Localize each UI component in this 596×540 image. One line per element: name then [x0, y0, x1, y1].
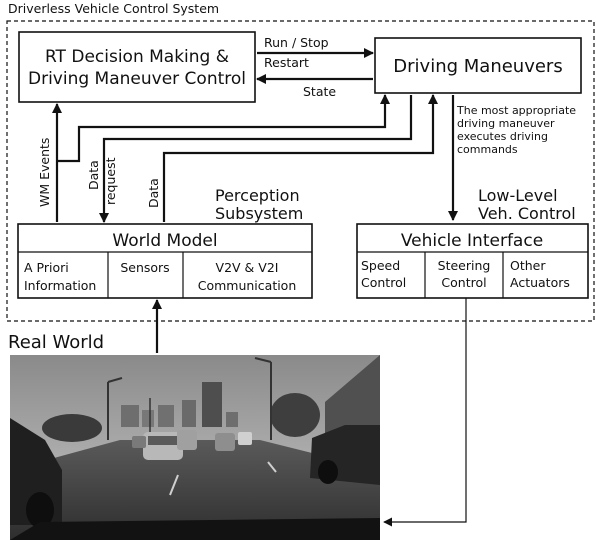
driving-maneuvers-box: Driving Maneuvers	[374, 37, 582, 94]
commands-label-3: executes driving	[457, 130, 548, 143]
system-boundary	[6, 20, 595, 322]
vehicle-interface-title: Vehicle Interface	[401, 231, 543, 251]
speed-line2: Control	[361, 275, 406, 290]
actuation-arrow	[383, 298, 467, 527]
run-stop-label: Run / Stop	[264, 35, 329, 50]
v2v-line2: Communication	[198, 278, 297, 293]
steering-line2: Control	[441, 275, 486, 290]
speed-line1: Speed	[361, 258, 400, 273]
system-title: Driverless Vehicle Control System	[8, 1, 219, 16]
steering-line1: Steering	[438, 258, 491, 273]
commands-label-4: commands	[457, 143, 518, 156]
decision-box-line2: Driving Maneuver Control	[28, 69, 246, 89]
decision-box-line1: RT Decision Making &	[45, 47, 229, 67]
lowlevel-label-2: Veh. Control	[478, 204, 576, 223]
commands-label-2: driving maneuver	[457, 117, 555, 130]
data-request-label-1: Data	[86, 160, 101, 190]
commands-label-1: The most appropriate	[456, 104, 576, 117]
other-line1: Other	[510, 258, 546, 273]
decision-making-box: RT Decision Making & Driving Maneuver Co…	[18, 31, 256, 103]
maneuvers-box-label: Driving Maneuvers	[393, 56, 562, 77]
world-model-box: World Model A Priori Information Sensors…	[17, 223, 313, 299]
v2v-line1: V2V & V2I	[216, 260, 279, 275]
perception-label-1: Perception	[215, 186, 300, 205]
perception-label-2: Subsystem	[215, 204, 303, 223]
data-request-arrow	[99, 95, 413, 223]
restart-label: Restart	[264, 55, 309, 70]
data-request-label-2: request	[103, 157, 118, 205]
apriori-line2: Information	[24, 278, 96, 293]
state-label: State	[303, 84, 336, 99]
wm-events-label: WM Events	[37, 138, 52, 207]
vehicle-interface-box: Vehicle Interface Speed Control Steering…	[356, 223, 589, 299]
lowlevel-label-1: Low-Level	[478, 186, 558, 205]
apriori-line1: A Priori	[24, 260, 69, 275]
real-world-label: Real World	[8, 332, 104, 353]
wm-events-branch-arrow	[57, 94, 390, 163]
world-model-title: World Model	[112, 231, 217, 251]
sensors-cell: Sensors	[120, 260, 169, 275]
other-line2: Actuators	[510, 275, 570, 290]
data-label: Data	[146, 178, 161, 208]
data-arrow	[162, 94, 438, 222]
street-scene-photo	[10, 355, 380, 540]
